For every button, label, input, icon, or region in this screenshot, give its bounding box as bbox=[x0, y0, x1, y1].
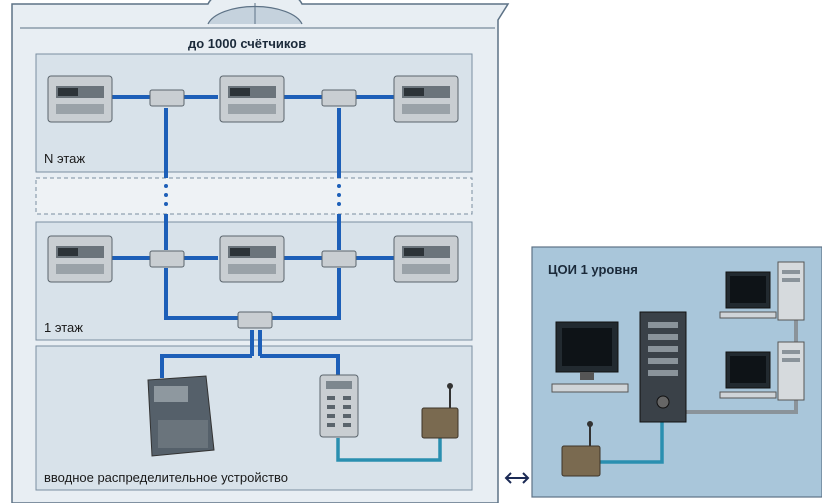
building-title: до 1000 счётчиков bbox=[188, 36, 307, 51]
lan-links bbox=[686, 318, 798, 414]
main-computer-icon bbox=[551, 311, 687, 423]
client-computer-2-icon bbox=[719, 341, 805, 401]
vru-panel bbox=[35, 345, 473, 491]
junction-boxes bbox=[149, 89, 357, 329]
meter-n-2 bbox=[219, 75, 285, 123]
meter-n-3 bbox=[393, 75, 459, 123]
bus-gap-dots bbox=[164, 184, 341, 206]
client-computer-1-icon bbox=[719, 261, 805, 321]
meter-1-3 bbox=[393, 235, 459, 283]
coi-title: ЦОИ 1 уровня bbox=[548, 262, 638, 277]
floor-gap-panel bbox=[35, 177, 473, 215]
modem-icon-vru bbox=[421, 383, 459, 439]
floor-n-label: N этаж bbox=[44, 151, 86, 166]
meter-n-1 bbox=[47, 75, 113, 123]
vru-label: вводное распределительное устройство bbox=[44, 470, 289, 485]
bus-floor-1 bbox=[112, 214, 394, 378]
vru-meter-icon bbox=[147, 375, 215, 457]
bidirectional-arrow-icon bbox=[504, 472, 530, 484]
bus-floor-n bbox=[112, 95, 394, 178]
modem-icon-coi bbox=[561, 421, 601, 477]
concentrator-icon bbox=[319, 374, 359, 438]
meter-1-2 bbox=[219, 235, 285, 283]
teal-links bbox=[336, 420, 664, 464]
floor-1-label: 1 этаж bbox=[44, 320, 83, 335]
meter-1-1 bbox=[47, 235, 113, 283]
